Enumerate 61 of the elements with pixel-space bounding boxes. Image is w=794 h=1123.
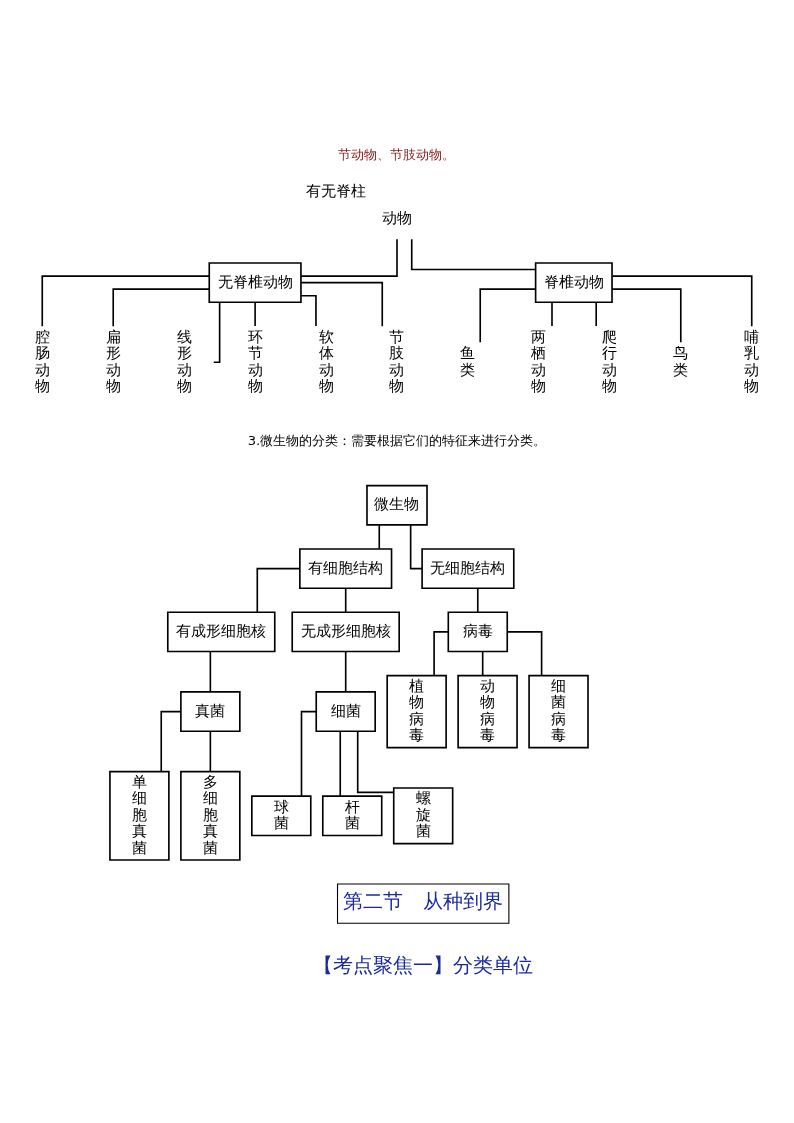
connector <box>300 294 317 327</box>
connector <box>409 524 423 570</box>
connector <box>378 524 381 550</box>
node-box: 无细胞结构 <box>421 548 515 590</box>
node-box: 无脊椎动物 <box>208 262 302 304</box>
node-box: 动物病毒 <box>457 674 518 749</box>
connector <box>611 288 682 344</box>
node-box: 螺旋菌 <box>392 787 454 845</box>
connector <box>476 587 479 613</box>
node-text: 环节动物 <box>247 327 263 395</box>
connector <box>256 567 301 614</box>
node-text: 哺乳动物 <box>744 327 760 395</box>
node-text: 鸟类 <box>673 344 689 379</box>
label: 【考点聚焦一】分类单位 <box>313 953 534 977</box>
connector <box>254 301 256 327</box>
node-box: 脊椎动物 <box>534 262 613 304</box>
node-text: 爬行动物 <box>602 327 618 395</box>
node-text: 扁形动物 <box>105 327 121 395</box>
connector <box>356 730 395 794</box>
node-box: 细菌 <box>315 691 376 733</box>
node-text: 软体动物 <box>318 327 334 395</box>
node-text: 两栖动物 <box>531 327 547 395</box>
node-box: 植物病毒 <box>386 674 447 749</box>
label: 节动物、节肢动物。 <box>338 147 456 163</box>
node-box: 球菌 <box>251 795 312 837</box>
node-box: 真菌 <box>180 691 241 733</box>
connector <box>41 275 210 328</box>
node-box: 病毒 <box>447 611 509 653</box>
label: 3.微生物的分类：需要根据它们的特征来进行分类。 <box>247 433 547 449</box>
node-text: 鱼类 <box>460 344 476 379</box>
node-box: 无成形细胞核 <box>291 611 400 653</box>
connector <box>410 238 537 271</box>
connector <box>479 288 537 344</box>
node-box: 第二节 从种到界 <box>336 883 510 924</box>
node-text: 节肢动物 <box>389 327 405 395</box>
connector <box>551 301 553 327</box>
connector <box>611 275 753 328</box>
node-box: 有细胞结构 <box>299 548 393 590</box>
connector <box>506 631 543 677</box>
node-text: 线形动物 <box>176 327 192 395</box>
node-box: 杆菌 <box>321 795 383 837</box>
connector <box>344 650 347 693</box>
connector <box>300 238 398 277</box>
node-box: 有成形细胞核 <box>166 611 276 653</box>
connector <box>344 587 347 613</box>
node-box: 细菌病毒 <box>528 674 589 749</box>
node-box: 多细胞真菌 <box>180 770 241 861</box>
connector <box>209 650 212 693</box>
connector <box>595 301 598 327</box>
node-text: 动物 <box>382 209 412 228</box>
connector <box>112 288 210 327</box>
node-text: 腔肠动物 <box>34 327 50 395</box>
connector <box>300 710 317 797</box>
connector <box>481 650 484 677</box>
connector <box>300 281 384 327</box>
connector <box>339 730 342 797</box>
node-label: 有无脊柱 <box>305 181 366 200</box>
node-box: 单细胞真菌 <box>109 770 170 861</box>
node-box: 微生物 <box>366 484 428 526</box>
connector <box>209 730 212 773</box>
connector <box>160 710 182 773</box>
